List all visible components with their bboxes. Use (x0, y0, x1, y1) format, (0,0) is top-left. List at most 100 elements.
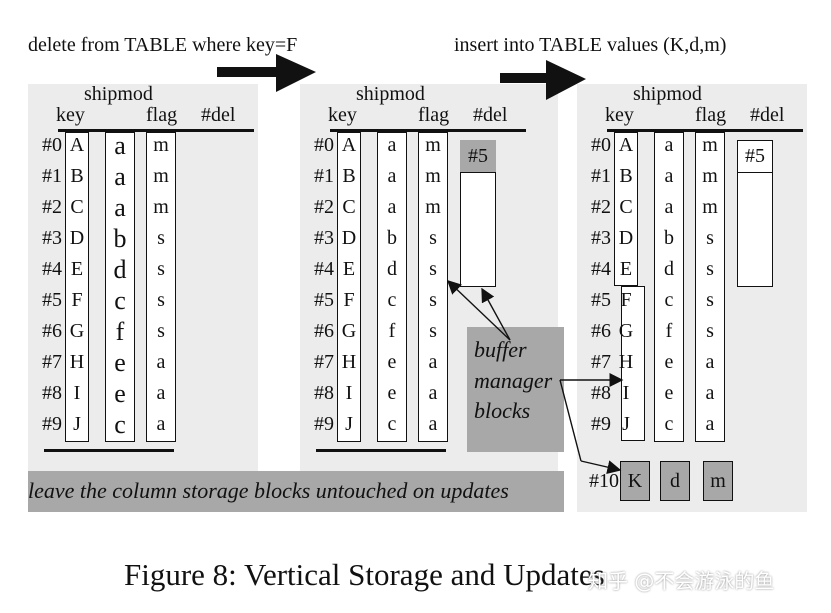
key-column-block (337, 132, 361, 442)
key-cell: I (622, 382, 630, 404)
inserted-mod-cell: d (660, 461, 690, 501)
row-label: #4 (314, 258, 334, 280)
watermark: 知乎 @不会游泳的鱼 (588, 569, 775, 593)
row-label: #8 (314, 382, 334, 404)
flag-cell: a (705, 413, 715, 435)
mod-cell: c (664, 289, 674, 311)
row-label: #9 (314, 413, 334, 435)
mod-cell: a (387, 134, 397, 156)
key-cell: B (70, 165, 84, 187)
mod-cell: f (115, 317, 125, 346)
column-note-band (28, 471, 564, 512)
key-cell: E (70, 258, 84, 280)
row-label: #6 (42, 320, 62, 342)
flag-cell: m (702, 196, 718, 218)
flag-column-header: flag (146, 104, 178, 126)
flag-cell: m (425, 165, 441, 187)
row-label: #9 (42, 413, 62, 435)
table-title: shipmod (633, 83, 702, 105)
key-column-header: key (56, 104, 85, 126)
flag-cell: m (702, 165, 718, 187)
row-label: #7 (42, 351, 62, 373)
mod-cell: b (387, 227, 397, 249)
row-label: #3 (42, 227, 62, 249)
del-column-header: #del (473, 104, 508, 126)
key-column-block (65, 132, 89, 442)
row-label: #4 (42, 258, 62, 280)
flag-cell: s (157, 227, 165, 249)
flag-cell: m (153, 196, 169, 218)
mod-cell: a (387, 165, 397, 187)
row-label: #5 (42, 289, 62, 311)
flag-cell: a (705, 351, 715, 373)
table-title: shipmod (84, 83, 153, 105)
buffer-arrow-to-del-icon (481, 287, 511, 341)
flag-cell: s (706, 320, 714, 342)
key-cell: B (619, 165, 633, 187)
flag-cell: a (705, 382, 715, 404)
del-column-header: #del (201, 104, 236, 126)
header-rule (58, 129, 254, 132)
key-cell: J (73, 413, 81, 435)
flag-cell: s (706, 227, 714, 249)
key-cell: H (618, 351, 634, 373)
mod-cell: a (387, 196, 397, 218)
key-column-block (621, 286, 645, 441)
row-label: #1 (42, 165, 62, 187)
mod-cell: e (387, 351, 397, 373)
flag-cell: a (428, 351, 438, 373)
key-cell: D (341, 227, 357, 249)
mod-cell: a (664, 165, 674, 187)
mod-cell: f (665, 320, 673, 342)
row-label: #6 (591, 320, 611, 342)
key-column-header: key (605, 104, 634, 126)
key-cell: D (618, 227, 634, 249)
buffer-manager-box (467, 327, 564, 452)
row-label: #0 (42, 134, 62, 156)
flag-cell: m (702, 134, 718, 156)
key-cell: I (345, 382, 353, 404)
delete-statement: delete from TABLE where key=F (28, 34, 298, 56)
flag-cell: s (157, 289, 165, 311)
flag-cell: a (156, 413, 166, 435)
key-cell: C (70, 196, 84, 218)
row-label: #2 (314, 196, 334, 218)
flag-cell: m (425, 196, 441, 218)
mod-cell: f (388, 320, 396, 342)
row-label: #3 (314, 227, 334, 249)
figure-caption: Figure 8: Vertical Storage and Updates (124, 557, 605, 592)
key-cell: J (622, 413, 630, 435)
row-label: #6 (314, 320, 334, 342)
mod-cell: c (387, 413, 397, 435)
buffer-note-line-2: manager (474, 368, 553, 393)
mod-cell: e (664, 382, 674, 404)
mod-cell: a (664, 196, 674, 218)
mod-cell: e (387, 382, 397, 404)
flag-cell: s (706, 289, 714, 311)
key-cell: C (342, 196, 356, 218)
flag-cell: s (429, 227, 437, 249)
flag-cell: s (706, 258, 714, 280)
mod-cell: d (664, 258, 674, 280)
insert-statement: insert into TABLE values (K,d,m) (454, 34, 727, 56)
row-label: #3 (591, 227, 611, 249)
flag-cell: a (428, 413, 438, 435)
flag-cell: a (428, 382, 438, 404)
key-cell: C (619, 196, 633, 218)
row-label: #0 (314, 134, 334, 156)
row-label: #0 (591, 134, 611, 156)
flag-column-header: flag (695, 104, 727, 126)
row-label: #9 (591, 413, 611, 435)
key-cell: G (618, 320, 634, 342)
row-label: #1 (314, 165, 334, 187)
row-label: #5 (314, 289, 334, 311)
mod-column-block (105, 132, 135, 442)
key-cell: A (618, 134, 634, 156)
mod-cell: b (113, 224, 127, 253)
row-label: #8 (591, 382, 611, 404)
flag-cell: s (429, 258, 437, 280)
del-column-block (737, 140, 773, 287)
row-label: #7 (314, 351, 334, 373)
mod-cell: a (114, 162, 126, 191)
mod-cell: d (387, 258, 397, 280)
